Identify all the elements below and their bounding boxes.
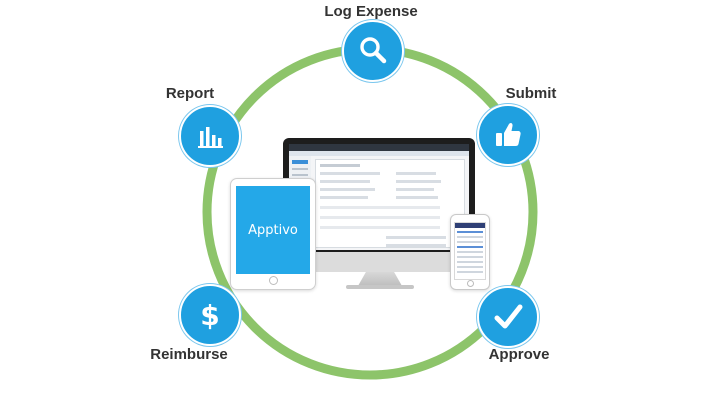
reimburse-node: $ [179,284,241,346]
log-expense-node [342,20,404,82]
approve-label: Approve [488,346,550,363]
phone-home-button [467,280,474,287]
submit-label: Submit [505,85,557,102]
bar-chart-icon [198,127,223,148]
tablet-device: Apptivo [230,178,316,290]
tablet-home-button [269,276,278,285]
report-node [179,105,241,167]
submit-node [477,104,539,166]
smartphone-icon [450,214,490,290]
checkmark-icon [494,304,523,329]
apptivo-logo: Apptivo [248,222,298,238]
thumbs-up-icon [496,122,521,146]
tablet-screen: Apptivo [236,186,310,274]
monitor-screen [289,144,469,250]
log-expense-label: Log Expense [324,3,418,20]
report-label: Report [165,85,215,102]
monitor-stand [358,272,402,286]
monitor-base [346,285,414,289]
approve-node [477,286,539,348]
svg-text:$: $ [200,299,219,332]
dollar-icon: $ [200,299,219,332]
phone-screen [454,222,486,280]
reimburse-label: Reimburse [150,346,228,363]
magnifier-icon [360,37,387,64]
